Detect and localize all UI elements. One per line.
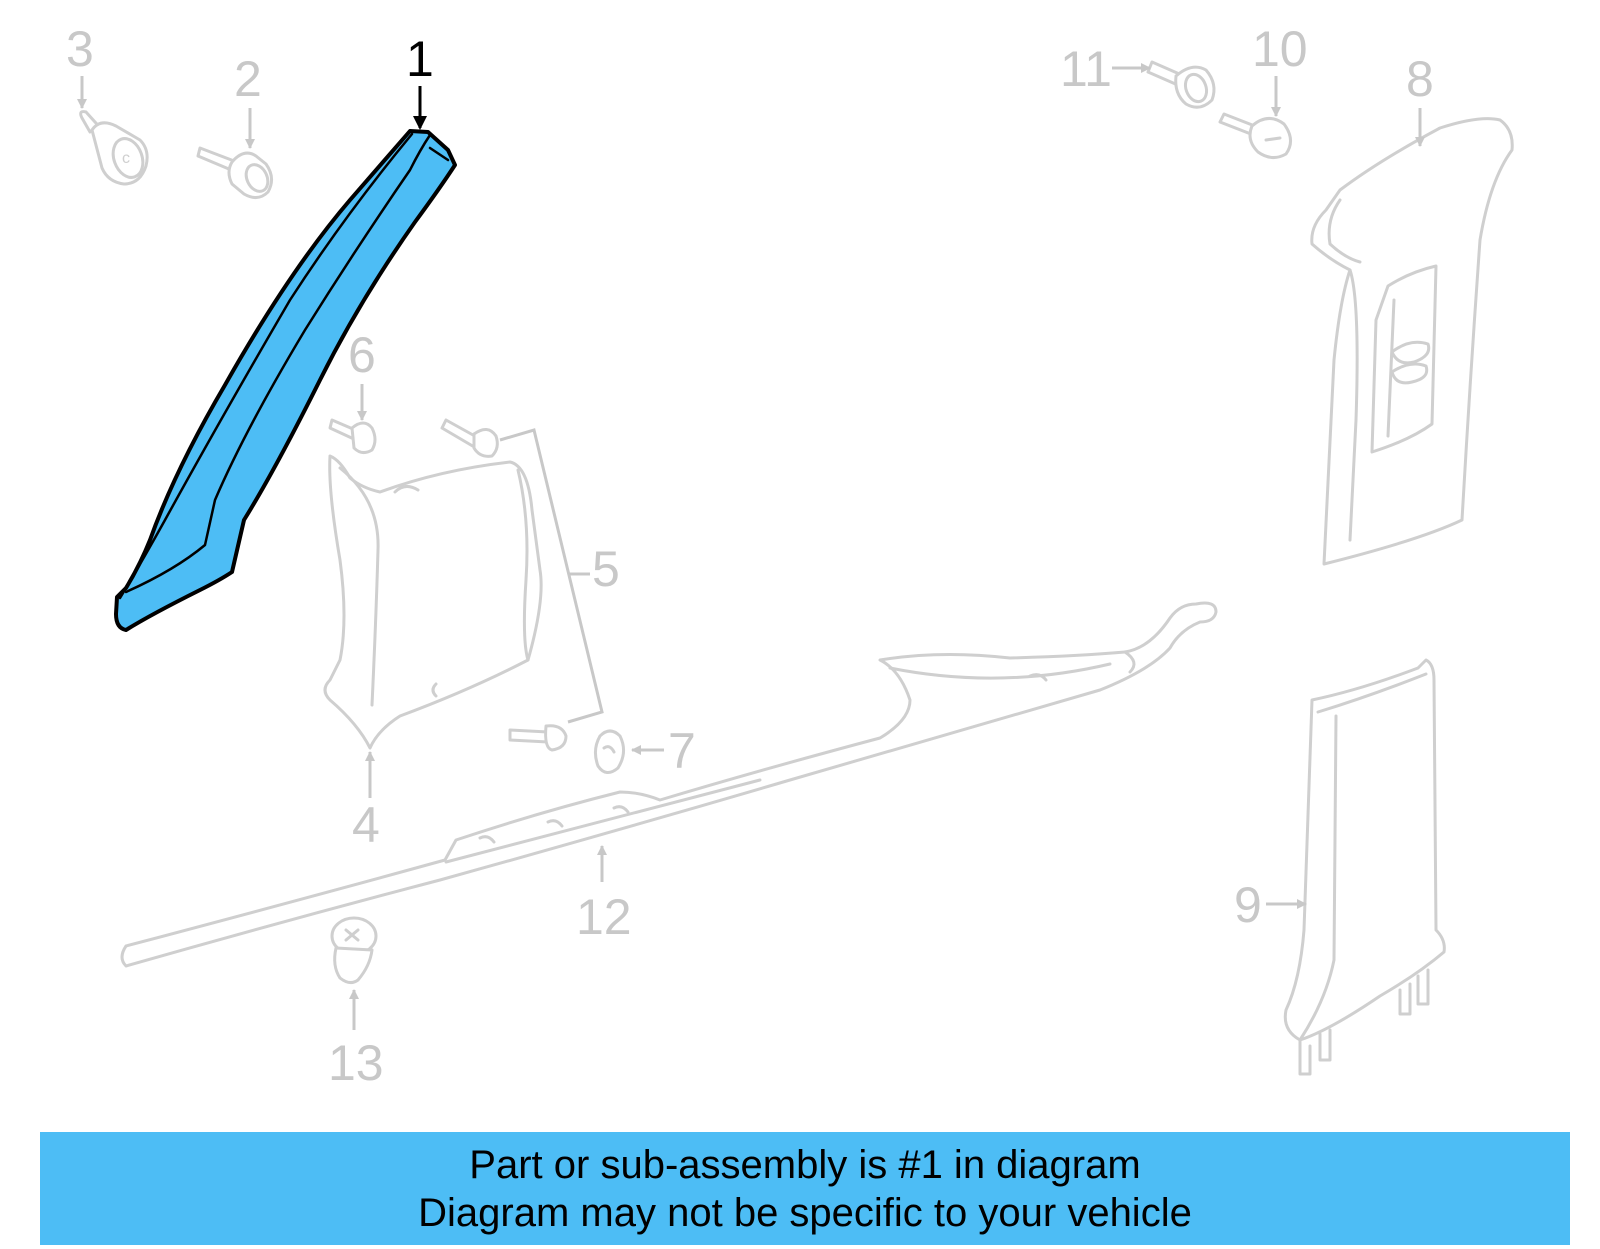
part-2-clip[interactable] (196, 146, 273, 199)
part-1-a-pillar-trim[interactable] (114, 129, 457, 632)
callout-label-12: 12 (576, 889, 632, 945)
callout-7: 7 (631, 723, 696, 779)
callout-1: 1 (406, 31, 434, 130)
part-3-clip[interactable]: c (79, 110, 149, 186)
part-9-b-pillar-lower[interactable] (1283, 658, 1446, 1076)
part-12-sill-plate[interactable] (120, 601, 1218, 968)
callout-5: 5 (499, 428, 620, 724)
callout-label-1: 1 (406, 31, 434, 87)
callout-13: 13 (328, 989, 384, 1091)
callout-label-9: 9 (1234, 877, 1262, 933)
callout-label-5: 5 (592, 541, 620, 597)
part-5-screw-upper[interactable] (440, 418, 499, 458)
part-1-top-edge (428, 146, 450, 162)
callout-2: 2 (234, 51, 262, 149)
callout-label-6: 6 (348, 327, 376, 383)
part-10-clip[interactable] (1218, 112, 1292, 159)
callout-11: 11 (1060, 41, 1151, 97)
callout-6: 6 (348, 327, 376, 421)
callout-label-10: 10 (1252, 21, 1308, 77)
part-8-b-pillar-upper[interactable] (1310, 117, 1514, 566)
callout-label-7: 7 (668, 723, 696, 779)
part-4-kick-panel[interactable] (323, 454, 543, 750)
callout-3: 3 (66, 21, 94, 109)
svg-text:c: c (122, 150, 130, 167)
part-7-clip[interactable] (593, 729, 625, 774)
part-info-banner: Part or sub-assembly is #1 in diagram Di… (40, 1132, 1570, 1245)
callout-label-2: 2 (234, 51, 262, 107)
part-1-fill (114, 129, 457, 632)
part-5-screw-lower[interactable] (508, 724, 568, 752)
part-11-clip[interactable] (1146, 60, 1216, 109)
part-1-inner-edge (118, 132, 414, 600)
callout-label-13: 13 (328, 1035, 384, 1091)
callout-label-8: 8 (1406, 51, 1434, 107)
callout-8: 8 (1406, 51, 1434, 147)
banner-line-1: Part or sub-assembly is #1 in diagram (469, 1142, 1141, 1187)
callout-label-11: 11 (1060, 41, 1112, 97)
part-13-push-pin[interactable] (330, 916, 378, 985)
leader-5 (499, 428, 604, 724)
callout-9: 9 (1234, 877, 1307, 933)
part-1-fold-line (124, 133, 432, 594)
part-6-screw[interactable] (328, 418, 377, 455)
callout-label-3: 3 (66, 21, 94, 77)
callout-4: 4 (352, 751, 380, 853)
callout-12: 12 (576, 845, 632, 945)
banner-line-2: Diagram may not be specific to your vehi… (418, 1190, 1192, 1235)
callout-label-4: 4 (352, 797, 380, 853)
callout-10: 10 (1252, 21, 1308, 117)
